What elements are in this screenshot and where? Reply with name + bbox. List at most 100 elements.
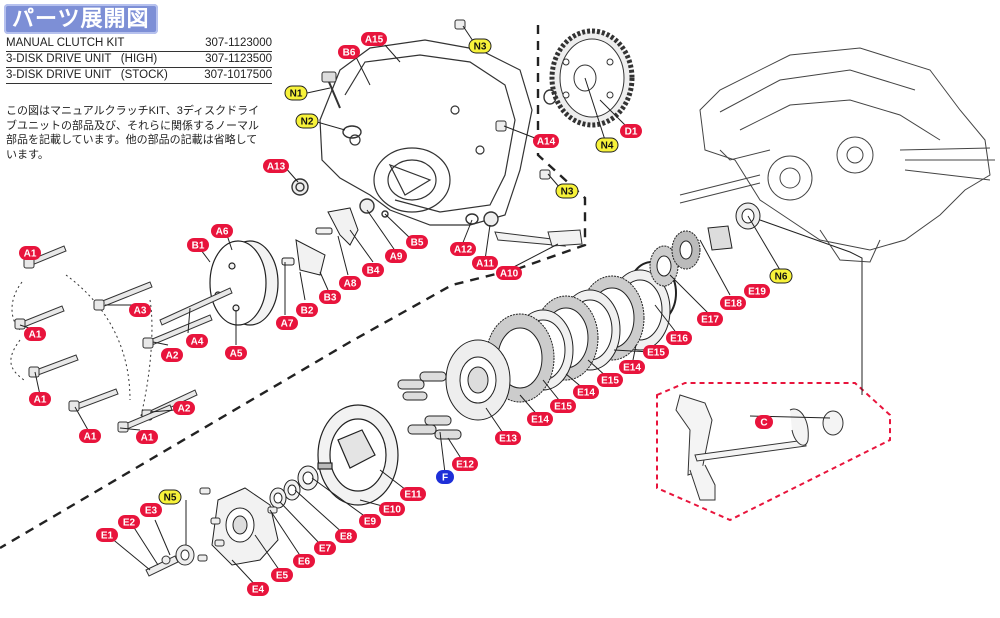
part-label-badge bbox=[379, 502, 405, 516]
clutch-center bbox=[445, 339, 511, 421]
part-label-text: A10 bbox=[500, 269, 519, 280]
part-label-badge bbox=[620, 124, 642, 138]
part-label-text: E4 bbox=[252, 585, 265, 596]
part-label-text: E14 bbox=[577, 388, 595, 399]
part-label-badge bbox=[619, 360, 645, 374]
part-label-text: B4 bbox=[367, 266, 380, 277]
part-label-text: E2 bbox=[123, 518, 136, 529]
part-label-badge bbox=[643, 345, 669, 359]
part-label-red: E14 bbox=[573, 385, 599, 399]
part-label-red: E11 bbox=[400, 487, 426, 501]
kit-row: 3-DISK DRIVE UNIT (STOCK) 307-1017500 bbox=[6, 68, 272, 84]
lifter-arm-parts bbox=[281, 207, 359, 276]
part-label-badge bbox=[276, 316, 298, 330]
part-label-red: B2 bbox=[296, 303, 318, 317]
part-label-text: E15 bbox=[647, 348, 665, 359]
part-label-text: E18 bbox=[724, 299, 742, 310]
part-label-red: E8 bbox=[335, 529, 357, 543]
cap-bolts bbox=[454, 19, 551, 180]
clutch-discs bbox=[485, 261, 677, 403]
part-label-red: E15 bbox=[597, 373, 623, 387]
part-label-badge bbox=[406, 235, 428, 249]
part-label-badge bbox=[495, 431, 521, 445]
part-label-text: A2 bbox=[178, 404, 191, 415]
part-label-badge bbox=[158, 489, 182, 505]
part-label-text: N5 bbox=[164, 493, 177, 504]
part-label-text: E14 bbox=[623, 363, 641, 374]
leader-lines bbox=[19, 25, 831, 589]
left-cover-plate bbox=[209, 240, 279, 326]
part-label-red: E15 bbox=[550, 399, 576, 413]
part-label-badge bbox=[452, 457, 478, 471]
kit-list: MANUAL CLUTCH KIT 307-1123000 3-DISK DRI… bbox=[6, 36, 272, 84]
part-label-red: E9 bbox=[359, 514, 381, 528]
primary-driven-gear bbox=[549, 28, 635, 128]
part-label-yellow: N5 bbox=[158, 489, 182, 505]
part-label-text: E1 bbox=[101, 531, 114, 542]
part-label-text: N4 bbox=[601, 141, 614, 152]
parts-group-c-box bbox=[656, 382, 891, 522]
part-label-red: E19 bbox=[744, 284, 770, 298]
part-label-badge bbox=[550, 399, 576, 413]
part-label-text: A5 bbox=[230, 349, 243, 360]
part-label-red: A1 bbox=[79, 429, 101, 443]
part-label-red: A6 bbox=[211, 224, 233, 238]
part-label-badge bbox=[96, 528, 118, 542]
part-label-text: E13 bbox=[499, 434, 517, 445]
part-label-text: E15 bbox=[601, 376, 619, 387]
part-label-text: E10 bbox=[383, 505, 401, 516]
part-label-text: A12 bbox=[454, 245, 473, 256]
snap-ring bbox=[543, 89, 557, 105]
part-label-red: A5 bbox=[225, 346, 247, 360]
part-label-text: E8 bbox=[340, 532, 353, 543]
part-label-badge bbox=[436, 470, 454, 484]
part-label-red: E12 bbox=[452, 457, 478, 471]
part-label-badge bbox=[296, 303, 318, 317]
part-label-text: A8 bbox=[344, 279, 357, 290]
part-label-red: A1 bbox=[19, 246, 41, 260]
part-label-text: N6 bbox=[775, 272, 788, 283]
part-label-badge bbox=[140, 503, 162, 517]
part-label-red: A3 bbox=[129, 303, 151, 317]
part-label-text: E15 bbox=[554, 402, 572, 413]
part-label-badge bbox=[385, 249, 407, 263]
part-label-red: A11 bbox=[472, 256, 498, 270]
part-label-text: A1 bbox=[34, 395, 47, 406]
part-label-text: A1 bbox=[29, 330, 42, 341]
part-label-yellow: N1 bbox=[284, 85, 308, 101]
part-label-red: E5 bbox=[271, 568, 293, 582]
part-label-badge bbox=[744, 284, 770, 298]
kit-part-number: 307-1123500 bbox=[205, 53, 272, 65]
part-label-red: B6 bbox=[338, 45, 360, 59]
part-label-red: E16 bbox=[666, 331, 692, 345]
part-label-text: A4 bbox=[191, 337, 204, 348]
part-label-red: A10 bbox=[496, 266, 522, 280]
right-crankcase-cover bbox=[319, 39, 533, 226]
part-label-badge bbox=[284, 85, 308, 101]
part-label-text: E12 bbox=[456, 460, 474, 471]
part-label-red: E10 bbox=[379, 502, 405, 516]
part-label-red: E6 bbox=[293, 554, 315, 568]
part-label-badge bbox=[527, 412, 553, 426]
part-label-text: A13 bbox=[267, 162, 286, 173]
clutch-lifter-shaft bbox=[494, 229, 583, 247]
lifter-parts bbox=[145, 544, 195, 577]
part-label-yellow: N6 bbox=[769, 268, 793, 284]
part-label-badge bbox=[338, 45, 360, 59]
part-label-badge bbox=[161, 348, 183, 362]
part-label-badge bbox=[468, 38, 492, 54]
part-label-badge bbox=[79, 429, 101, 443]
part-label-badge bbox=[29, 392, 51, 406]
part-label-text: E17 bbox=[701, 315, 719, 326]
part-label-text: E6 bbox=[298, 557, 311, 568]
bolt-group-lines bbox=[10, 274, 153, 421]
part-label-text: E11 bbox=[404, 490, 422, 501]
part-label-text: B5 bbox=[411, 238, 424, 249]
part-label-text: A9 bbox=[390, 252, 403, 263]
kit-part-number: 307-1017500 bbox=[204, 69, 272, 81]
part-label-red: A14 bbox=[533, 134, 559, 148]
kit-row: MANUAL CLUTCH KIT 307-1123000 bbox=[6, 36, 272, 52]
part-label-badge bbox=[361, 32, 387, 46]
part-label-badge bbox=[335, 529, 357, 543]
